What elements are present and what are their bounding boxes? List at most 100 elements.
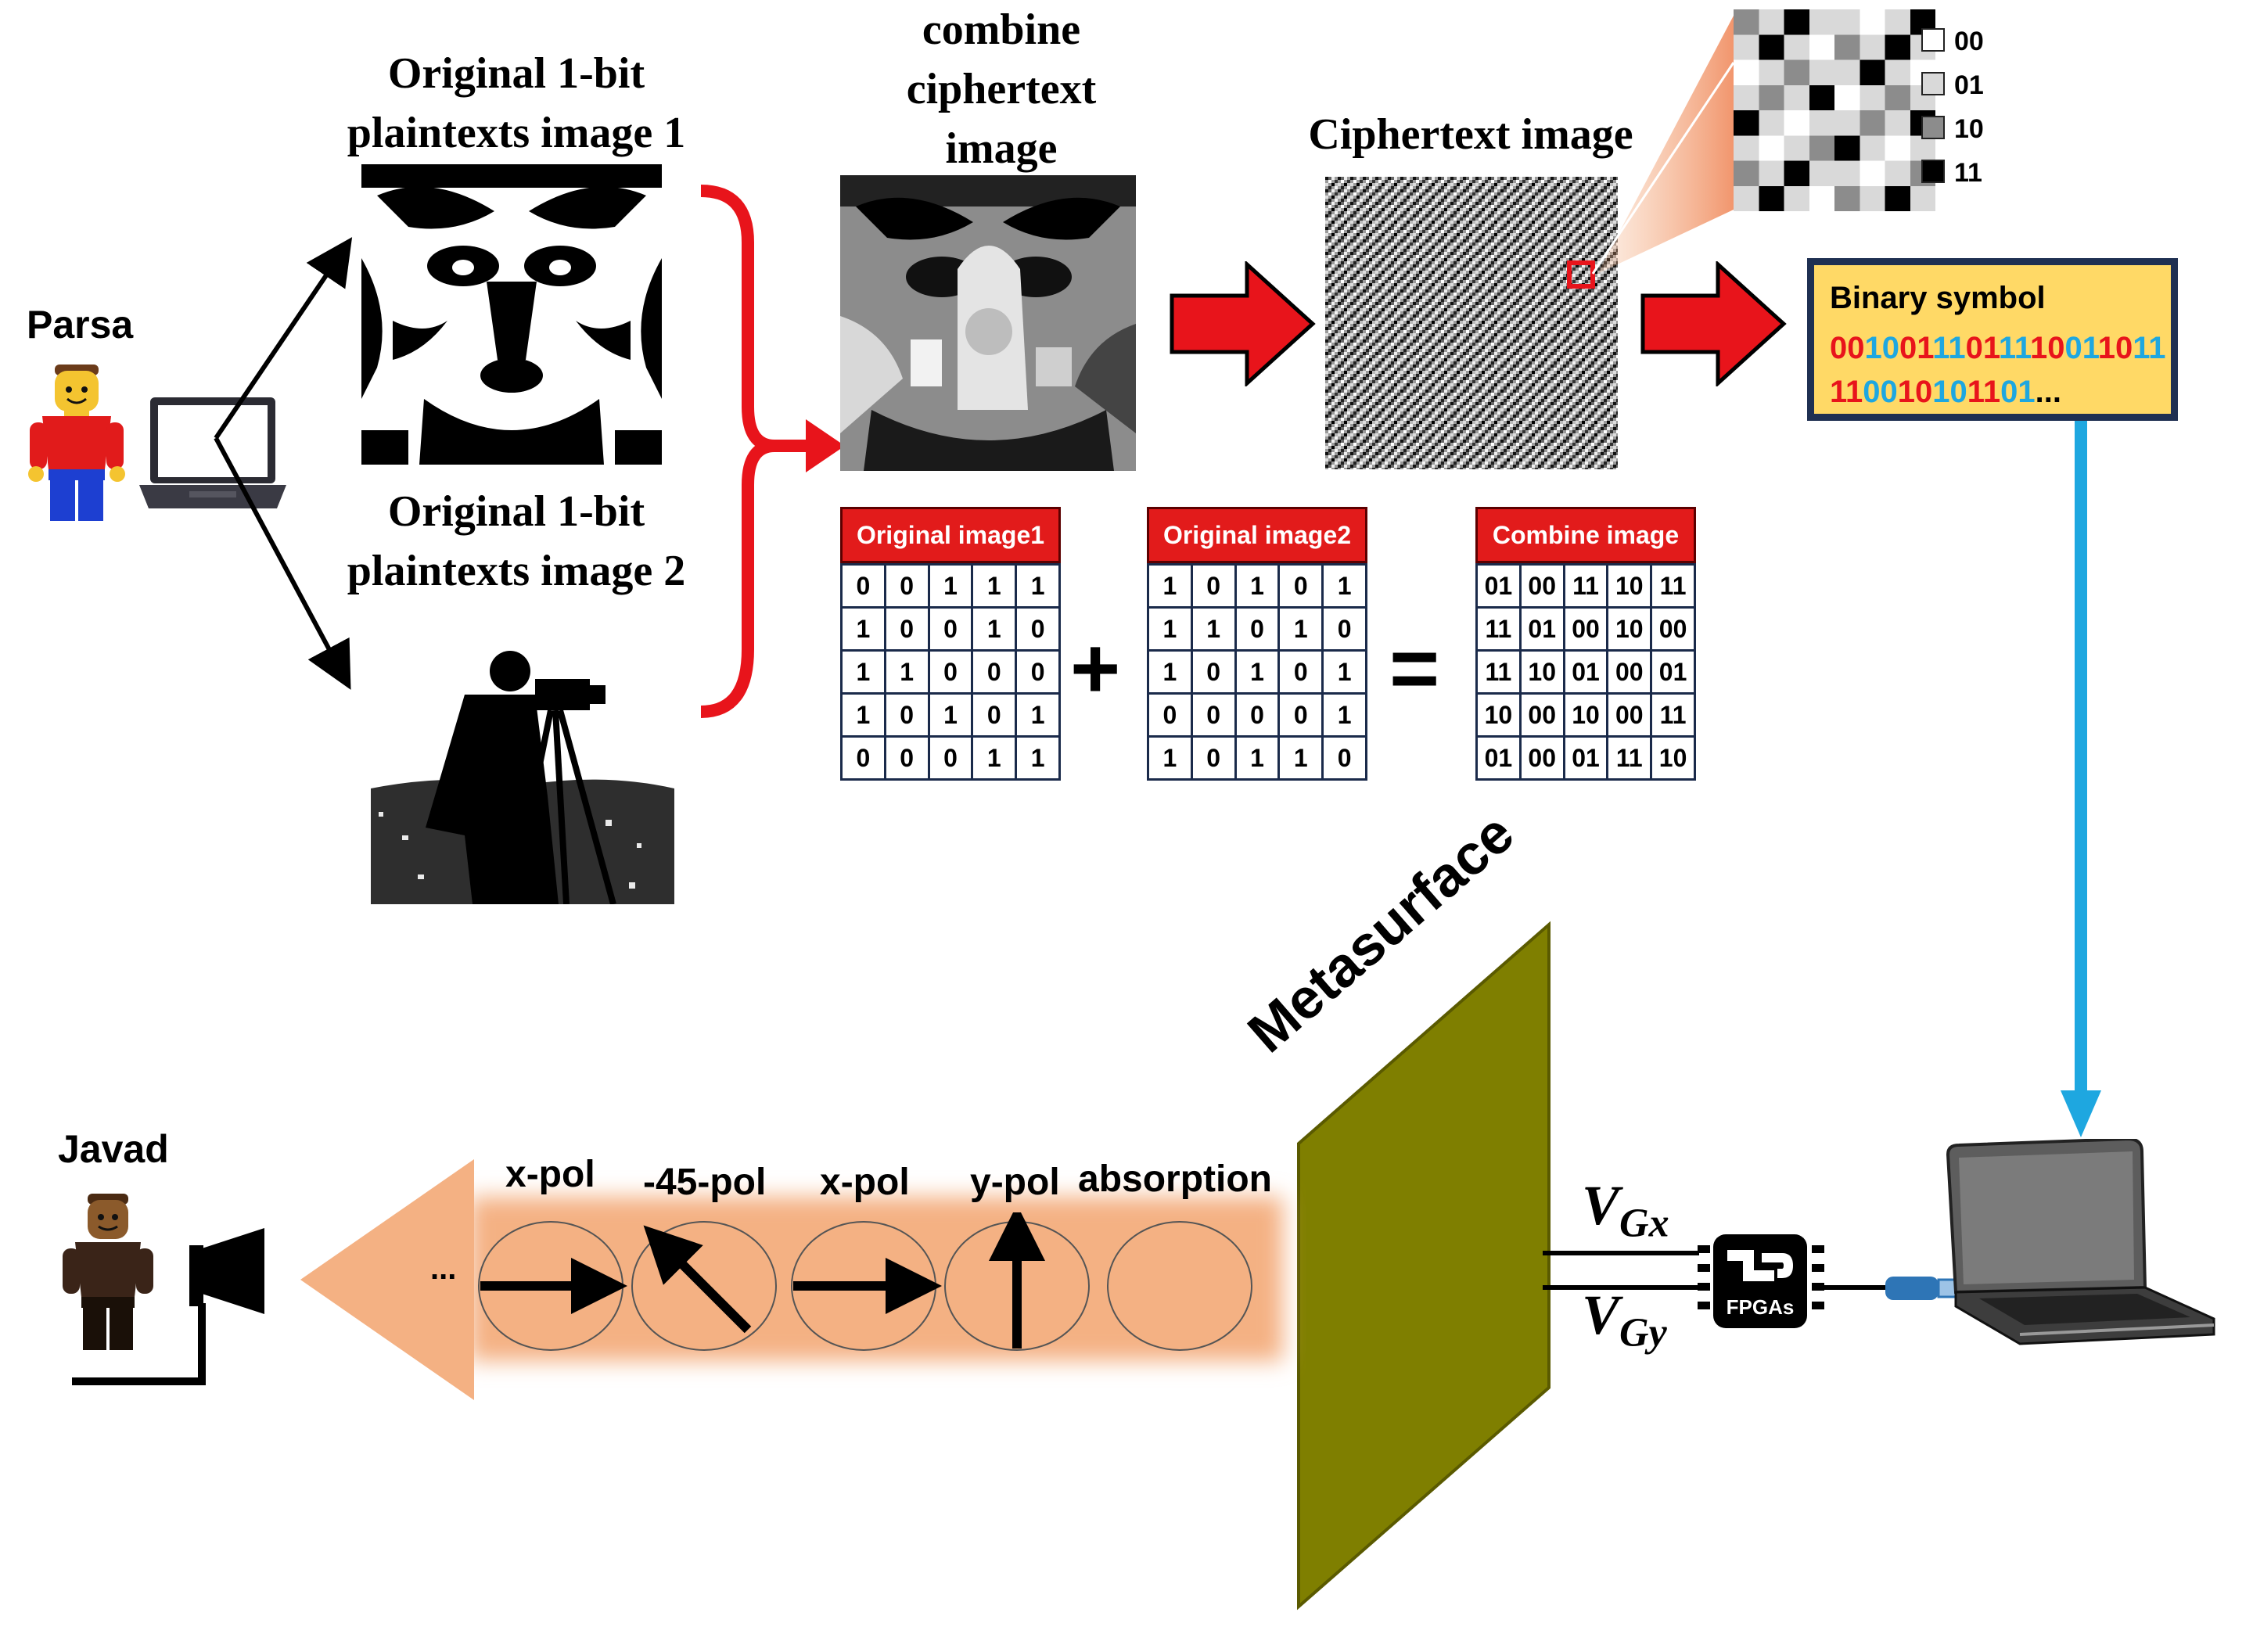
binary-symbol-segment: 00 (1830, 331, 1865, 365)
binary-symbol-segment: 11 (1998, 331, 2030, 365)
table-cell: 1 (1277, 735, 1324, 781)
arrow-to-binary (1640, 261, 1787, 386)
table-cell: 10 (1606, 563, 1653, 609)
binary-symbol-segment: 10 (1932, 375, 1967, 409)
table-cell: 0 (927, 735, 974, 781)
receiver-figure (63, 1194, 153, 1350)
binary-line-2: 110010101101... (1830, 375, 2061, 410)
binary-symbol-segment: 10 (2097, 331, 2133, 365)
binary-symbol-segment: 11 (1967, 375, 2001, 409)
binary-line-1: 00100111011110011011 (1830, 331, 2166, 366)
table-cell: 11 (1475, 649, 1522, 695)
pol-circle-5 (1107, 1221, 1252, 1351)
table-cell: 10 (1650, 735, 1696, 781)
receiver-laptop-icon (1946, 1139, 2215, 1345)
control-wires (1543, 1251, 1699, 1290)
legend-label-01: 01 (1954, 70, 1984, 100)
receiver-name: Javad (58, 1127, 169, 1171)
arrow-to-receiver-laptop (2061, 421, 2101, 1137)
plaintext-image1-title-line1: Original 1-bit (387, 49, 645, 98)
table-cell: 0 (971, 692, 1018, 738)
combine-ciphertext-image (840, 175, 1136, 471)
table-cell: 00 (1562, 606, 1609, 652)
binary-symbol-segment: 01 (2000, 375, 2036, 409)
wave-ellipsis: ... (430, 1252, 457, 1286)
plaintext-image1-title-line2: plaintexts image 1 (347, 109, 686, 157)
plaintext-image1-title: Original 1-bit plaintexts image 1 (297, 44, 735, 163)
table-cell: 0 (1321, 735, 1367, 781)
table-cell: 0 (1190, 692, 1237, 738)
table-cell: 10 (1562, 692, 1609, 738)
table-cell: 1 (840, 692, 886, 738)
legend-swatch-01 (1921, 72, 1945, 95)
table-cell: 1 (971, 563, 1018, 609)
table-cell: 1 (1277, 606, 1324, 652)
table-cell: 1 (1321, 563, 1367, 609)
table-cell: 1 (927, 692, 974, 738)
table-cell: 0 (883, 606, 930, 652)
binary-symbol-segment: 11 (1932, 331, 1966, 365)
combine-title-line3: image (945, 124, 1058, 173)
plaintext-image2-title: Original 1-bit plaintexts image 2 (297, 482, 735, 601)
table-cell: 1 (840, 649, 886, 695)
table-cell: 1 (1321, 692, 1367, 738)
table-cell: 1 (927, 563, 974, 609)
vgx-main: V (1582, 1174, 1620, 1237)
voltage-vgx-label: VGx (1582, 1173, 1669, 1246)
table-cell: 11 (1650, 563, 1696, 609)
table-original-image1-header: Original image1 (840, 507, 1061, 563)
table-cell: 00 (1518, 563, 1565, 609)
table-cell: 0 (883, 735, 930, 781)
table-cell: 1 (1234, 735, 1281, 781)
equals-sign: = (1389, 620, 1440, 716)
table-cell: 01 (1650, 649, 1696, 695)
table-cell: 11 (1650, 692, 1696, 738)
table-cell: 0 (840, 735, 886, 781)
sender-name: Parsa (27, 303, 134, 347)
table-cell: 00 (1650, 606, 1696, 652)
vgy-sub: Gy (1619, 1310, 1667, 1356)
table-cell: 1 (1015, 563, 1061, 609)
table-cell: 00 (1606, 649, 1653, 695)
combine-brace (700, 185, 845, 718)
table-cell: 01 (1518, 606, 1565, 652)
plus-sign: + (1070, 620, 1121, 716)
table-cell: 01 (1562, 735, 1609, 781)
table-cell: 1 (1147, 735, 1193, 781)
combine-image-title: combine ciphertext image (853, 0, 1150, 178)
binary-symbol-box: Binary symbol 00100111011110011011 11001… (1807, 258, 2178, 421)
binary-symbol-segment: 00 (1863, 375, 1898, 409)
voltage-vgy-label: VGy (1582, 1283, 1667, 1356)
table-original-image2-header: Original image2 (1147, 507, 1367, 563)
binary-symbol-segment: 01 (1899, 331, 1933, 365)
table-cell: 0 (1277, 692, 1324, 738)
table-cell: 10 (1518, 649, 1565, 695)
legend-swatch-11 (1921, 160, 1945, 183)
table-cell: 0 (840, 563, 886, 609)
pol-label-5: absorption (1078, 1158, 1272, 1200)
table-cell: 1 (1190, 606, 1237, 652)
table-cell: 0 (1277, 563, 1324, 609)
binary-symbol-segment: 10 (1864, 331, 1900, 365)
table-cell: 01 (1475, 735, 1522, 781)
table-cell: 1 (1147, 649, 1193, 695)
table-cell: 0 (883, 692, 930, 738)
polarization-circles (478, 1212, 1252, 1351)
binary-symbol-segment: 01 (2064, 331, 2098, 365)
table-cell: 1 (1147, 606, 1193, 652)
sender-laptop-icon (139, 397, 286, 508)
table-cell: 00 (1606, 692, 1653, 738)
table-cell: 1 (1147, 563, 1193, 609)
legend-label-11: 11 (1954, 158, 1982, 188)
